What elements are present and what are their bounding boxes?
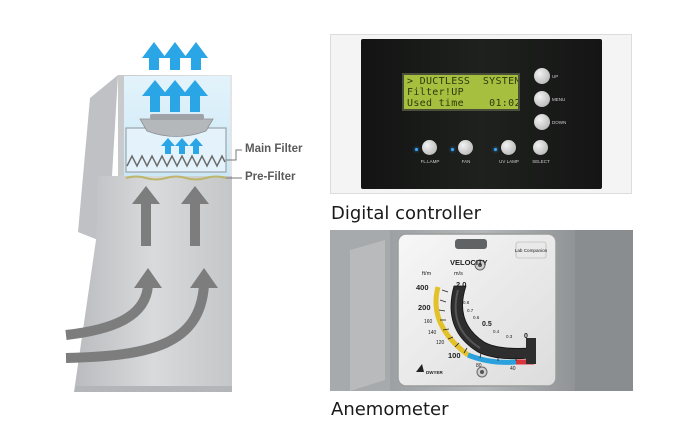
lcd-display: > DUCTLESS SYSTEM < Filter!UP Used time …	[402, 73, 520, 111]
menu-button-label: MENU	[552, 97, 566, 102]
down-button-label: DOWN	[552, 120, 567, 125]
uv-lamp-led	[494, 148, 497, 151]
main-filter-zigzag	[126, 154, 226, 168]
fan-led	[451, 148, 454, 151]
lcd-line-1: > DUCTLESS SYSTEM <	[407, 76, 520, 87]
ftm-label: 200	[418, 303, 431, 312]
gauge-title: VELOCITY	[450, 258, 488, 267]
select-button[interactable]	[533, 140, 548, 155]
ms-label: 2.0	[456, 280, 466, 289]
menu-button[interactable]	[534, 91, 550, 107]
exhaust-arrows-inner	[142, 80, 208, 112]
fl-lamp-led	[415, 148, 418, 151]
up-button[interactable]	[534, 68, 550, 84]
ftm-label: 120	[436, 340, 445, 346]
ms-label: 0.6	[473, 315, 480, 320]
fl-lamp-button[interactable]	[422, 140, 437, 155]
ms-label: 0.4	[493, 329, 500, 334]
ftm-label: 40	[510, 366, 516, 372]
uv-lamp-button[interactable]	[501, 140, 516, 155]
lcd-line-2: Filter!UP	[407, 87, 464, 98]
ftm-label: 80	[476, 363, 482, 369]
anemometer-photo: Lab Companion VELOCITY ft/m m/s 400 200 …	[330, 230, 633, 391]
logo-text: Lab Companion	[515, 248, 548, 253]
scale-ftm: 400 200 160 140 120 100 80 40	[416, 283, 516, 372]
anemometer-caption: Anemometer	[331, 399, 449, 420]
pre-filter-line	[125, 175, 227, 181]
ms-label: 0	[524, 333, 528, 340]
up-button-label: UP	[552, 74, 559, 79]
ftm-label: 140	[428, 330, 437, 336]
intake-arrows-straight	[132, 186, 209, 246]
uv-lamp-label: UV LAMP	[499, 159, 519, 164]
lcd-line-3: Used time 01:02:53	[407, 98, 518, 109]
unit-left: ft/m	[422, 271, 432, 277]
fan-label: FAN	[461, 159, 471, 164]
cabinet-slant-front	[78, 75, 118, 240]
brand-text: DWYER	[426, 370, 444, 375]
fan-button[interactable]	[458, 140, 473, 155]
unit-right: m/s	[454, 271, 463, 277]
scale-ms: 2.0 0.8 0.7 0.6 0.5 0.4 0.3 0	[456, 280, 528, 340]
ftm-label: 100	[448, 351, 461, 360]
ms-label: 0.3	[506, 334, 513, 339]
controller-panel	[361, 39, 602, 189]
ftm-label: 400	[416, 283, 429, 292]
filter-arrows	[161, 138, 203, 154]
select-label: SELECT	[532, 159, 550, 164]
anemometer-illustration: Lab Companion VELOCITY ft/m m/s 400 200 …	[330, 230, 633, 391]
exhaust-arrows-outer	[142, 42, 208, 70]
intake-arrows-curved	[65, 284, 209, 363]
down-button[interactable]	[534, 114, 550, 130]
fl-lamp-label: FL.LAMP	[420, 159, 440, 164]
pre-filter-label: Pre-Filter	[245, 171, 296, 183]
ms-label: 0.8	[463, 300, 470, 305]
ms-label: 0.5	[482, 321, 492, 328]
blower-icon	[139, 118, 214, 137]
digital-controller-caption: Digital controller	[331, 203, 481, 224]
ms-label: 0.7	[467, 308, 474, 313]
ftm-label: 160	[424, 319, 433, 325]
digital-controller-photo: > DUCTLESS SYSTEM < Filter!UP Used time …	[330, 34, 632, 194]
logo-plate	[515, 241, 547, 259]
main-filter-label: Main Filter	[245, 143, 303, 155]
ductless-cabinet-diagram	[65, 42, 242, 392]
